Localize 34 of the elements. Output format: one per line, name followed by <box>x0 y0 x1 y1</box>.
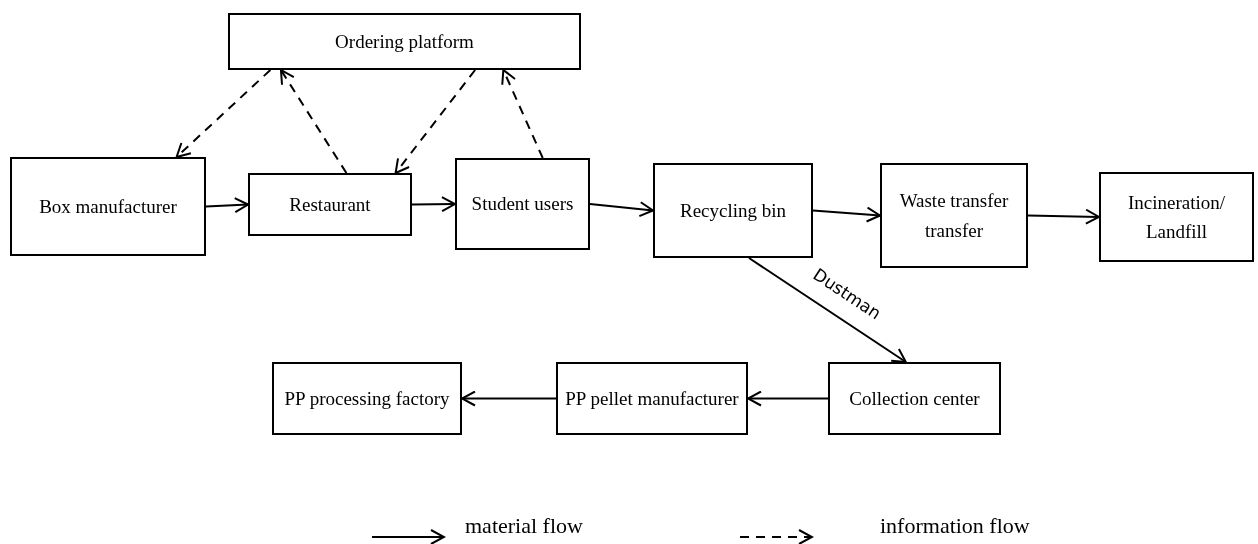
legend-label: material flow <box>465 513 583 539</box>
process-box <box>880 163 1028 268</box>
process-box <box>455 158 590 250</box>
arrow <box>1027 208 1100 225</box>
box-label: Incineration/ Landfill <box>1126 190 1227 244</box>
box-label: PP pellet manufacturer <box>565 386 739 411</box>
process-box <box>1099 172 1254 262</box>
box-label: Collection center <box>849 386 980 411</box>
dashed-arrow <box>175 69 272 158</box>
arrow <box>748 257 907 363</box>
arrow <box>461 390 557 407</box>
process-box <box>653 163 813 258</box>
box-label: Student users <box>471 192 574 217</box>
dashed-arrow <box>279 69 348 174</box>
box-label: Waste transfer transfer <box>898 189 1010 243</box>
arrow <box>812 206 881 223</box>
process-box <box>828 362 1001 435</box>
arrow <box>205 197 249 214</box>
arrow <box>411 196 456 213</box>
box-label: Ordering platform <box>335 29 474 54</box>
process-box <box>272 362 462 435</box>
process-box <box>10 157 206 256</box>
arrow <box>747 390 829 407</box>
process-box <box>556 362 748 435</box>
process-box <box>228 13 581 70</box>
process-box <box>248 173 412 236</box>
box-label: PP processing factory <box>284 386 450 411</box>
dashed-arrow <box>501 69 544 159</box>
box-label: Box manufacturer <box>39 194 177 219</box>
box-label: Recycling bin <box>679 198 787 223</box>
arrow <box>589 201 654 218</box>
dashed-arrow <box>394 69 477 174</box>
legend-label: information flow <box>880 513 1030 539</box>
box-label: Restaurant <box>289 192 371 217</box>
